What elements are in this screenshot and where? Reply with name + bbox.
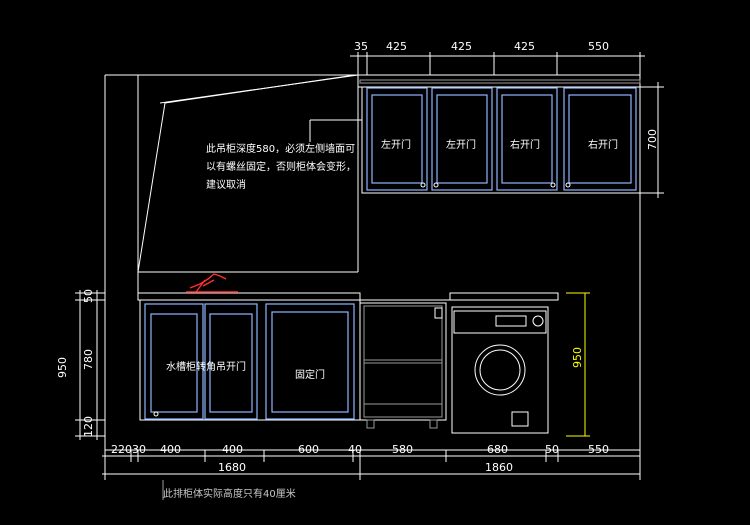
right-upper-dim: 700	[646, 129, 659, 150]
bottom-dim-9: 50	[545, 443, 559, 456]
bottom-dim-6: 40	[348, 443, 362, 456]
faucet-icon	[186, 273, 238, 293]
hood-note-line-1: 此吊柜深度580，必须左侧墙面可	[206, 142, 355, 155]
left-outer-dim: 950	[56, 357, 69, 378]
bottom-dim-4: 400	[222, 443, 243, 456]
bottom-dim-2: 30	[132, 443, 146, 456]
left-dimension-lines	[75, 290, 105, 440]
washer-dimension	[566, 292, 590, 437]
top-dim-4: 425	[514, 40, 535, 53]
upper-cabinet	[357, 74, 641, 194]
top-dim-2: 425	[386, 40, 407, 53]
total-dim-left: 1680	[218, 461, 246, 474]
bottom-dim-3: 400	[160, 443, 181, 456]
hood-panel	[137, 74, 359, 273]
right-upper-dimension	[640, 82, 664, 198]
top-dim-5: 550	[588, 40, 609, 53]
open-cabinet	[359, 302, 447, 429]
upper-door-label-1: 左开门	[381, 138, 411, 151]
washer-height-label: 950	[571, 347, 584, 368]
hood-note: 此吊柜深度580，必须左侧墙面可 以有螺丝固定，否则柜体会变形， 建议取消	[206, 142, 359, 191]
top-dim-3: 425	[451, 40, 472, 53]
countertop	[137, 292, 450, 301]
upper-door-label-4: 右开门	[588, 138, 618, 151]
upper-door-label-3: 右开门	[510, 138, 540, 151]
bottom-dim-7: 580	[392, 443, 413, 456]
note-leader	[309, 119, 362, 142]
hood-note-line-2: 以有螺丝固定，否则柜体会变形，	[206, 160, 356, 173]
bottom-dim-8: 680	[487, 443, 508, 456]
top-dimension-line	[350, 52, 645, 75]
left-inner-dim-1: 50	[82, 289, 95, 303]
top-dim-1: 35	[354, 40, 368, 53]
bottom-dim-10: 550	[588, 443, 609, 456]
bottom-note: 此排柜体实际高度只有40厘米	[163, 487, 296, 500]
fixed-door-label: 固定门	[295, 368, 325, 381]
total-dim-right: 1860	[485, 461, 513, 474]
left-inner-dim-3: 120	[82, 416, 95, 437]
hood-note-line-3: 建议取消	[206, 178, 246, 191]
bottom-dim-1: 220	[111, 443, 132, 456]
left-inner-dim-2: 780	[82, 349, 95, 370]
upper-door-label-2: 左开门	[446, 138, 476, 151]
washing-machine	[449, 292, 559, 434]
lower-cabinet	[139, 299, 361, 421]
sink-cabinet-label: 水槽柜转角吊开门	[166, 360, 246, 373]
bottom-dimension-lines	[102, 450, 641, 480]
bottom-dim-5: 600	[298, 443, 319, 456]
